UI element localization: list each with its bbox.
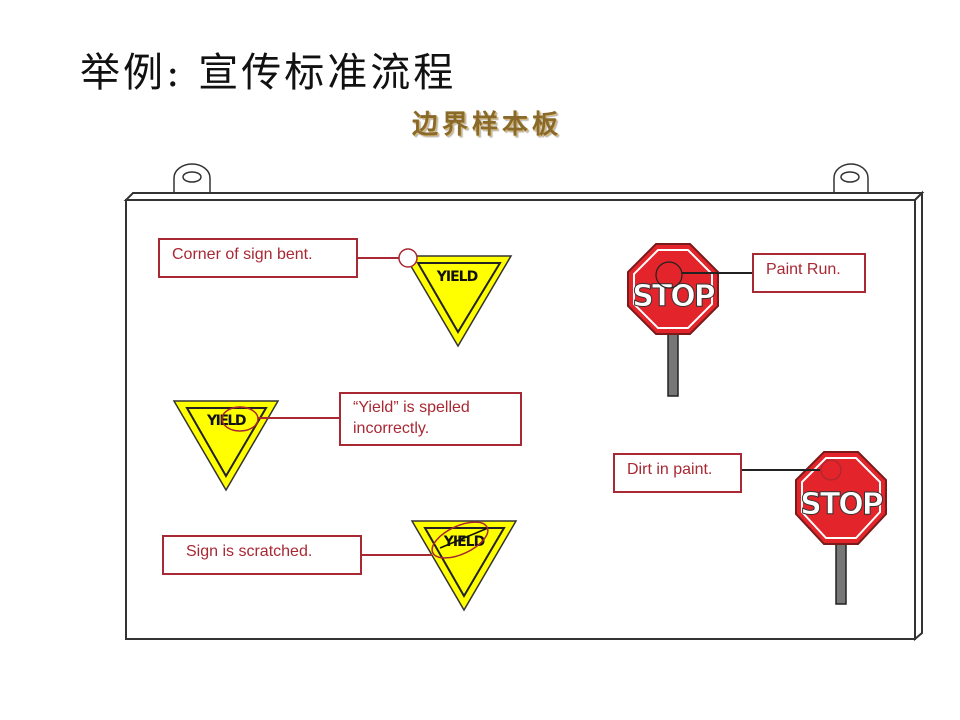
yield-sign-misspelled: YIELD xyxy=(172,400,339,492)
callout-text: Dirt in paint. xyxy=(627,461,713,478)
callout-misspelled: “Yield” is spelled incorrectly. xyxy=(339,392,522,446)
stop-sign-dirt: STOP xyxy=(742,451,887,605)
callout-text: Corner of sign bent. xyxy=(172,246,313,263)
defect-circle-icon xyxy=(398,248,418,268)
hanging-hook-left-icon xyxy=(173,163,211,193)
hanging-hook-right-icon xyxy=(833,163,869,193)
svg-text:YIELD: YIELD xyxy=(436,269,478,285)
stop-sign-paint-run: STOP xyxy=(627,243,752,397)
defect-circle-icon xyxy=(655,261,683,289)
svg-text:STOP: STOP xyxy=(632,279,715,314)
yield-sign-scratched: YIELD xyxy=(362,520,518,612)
callout-text: Sign is scratched. xyxy=(186,543,313,560)
yield-sign-corner-bent: YIELD xyxy=(358,248,513,348)
dirt-spot-icon xyxy=(820,459,842,481)
svg-text:STOP: STOP xyxy=(800,487,883,522)
callout-paint-run: Paint Run. xyxy=(752,253,866,293)
callout-scratched: Sign is scratched. xyxy=(162,535,362,575)
callout-text-line2: incorrectly. xyxy=(353,420,430,437)
callout-text-line1: “Yield” is spelled xyxy=(353,399,470,416)
slide-subtitle: 边界样本板 xyxy=(412,110,563,140)
callout-text: Paint Run. xyxy=(766,261,841,278)
svg-text:YIELD: YIELD xyxy=(206,413,246,429)
callout-dirt-in-paint: Dirt in paint. xyxy=(613,453,742,493)
scratch-mark xyxy=(439,527,489,549)
svg-text:YIELD: YIELD xyxy=(443,534,485,550)
defect-ellipse-icon xyxy=(431,521,489,559)
slide-title: 举例: 宣传标准流程 xyxy=(80,50,457,96)
callout-corner-bent: Corner of sign bent. xyxy=(158,238,358,278)
